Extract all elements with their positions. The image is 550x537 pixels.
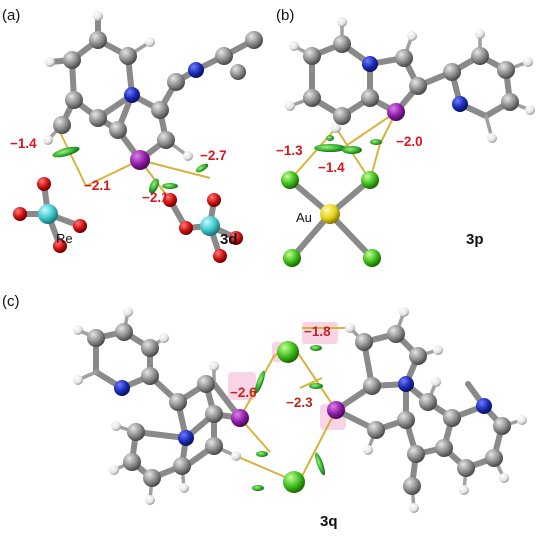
energy-label: −1.3 [276,143,303,158]
panel-c-letter: (c) [2,293,20,310]
panel-a-interaction-surfaces [52,146,209,194]
panel-a: (a) [2,7,263,263]
energy-label: −2.0 [396,134,423,149]
panel-c: (c) [2,293,527,530]
compound-label: 3p [466,231,484,248]
energy-label: −1.4 [10,136,37,151]
gold-label: Au [296,210,312,225]
panel-b: (b) [276,7,535,267]
panel-b-letter: (b) [276,7,294,24]
energy-label: −1.8 [304,324,331,339]
rhenium-label: Re [56,231,73,246]
energy-label: −1.4 [318,160,345,175]
panel-a-letter: (a) [2,7,20,24]
panel-b-bonds [287,20,532,261]
panel-c-right-molecule-atoms [327,307,527,513]
panel-c-interaction-surfaces [252,345,325,491]
panel-c-chlorides [277,341,305,493]
energy-label: −2.1 [142,190,169,205]
energy-label: −2.7 [200,148,227,163]
panel-b-atoms [281,17,535,267]
panel-c-left-molecule-atoms [73,307,249,505]
compound-label: 3d [220,231,238,248]
energy-label: −2.6 [230,385,257,400]
compound-label: 3q [320,513,338,530]
panel-a-atoms [13,11,263,263]
energy-label: −2.1 [84,178,111,193]
panel-c-right-molecule-bonds [295,310,524,510]
energy-label: −2.3 [286,395,313,410]
panel-b-interaction-surfaces [314,135,382,154]
